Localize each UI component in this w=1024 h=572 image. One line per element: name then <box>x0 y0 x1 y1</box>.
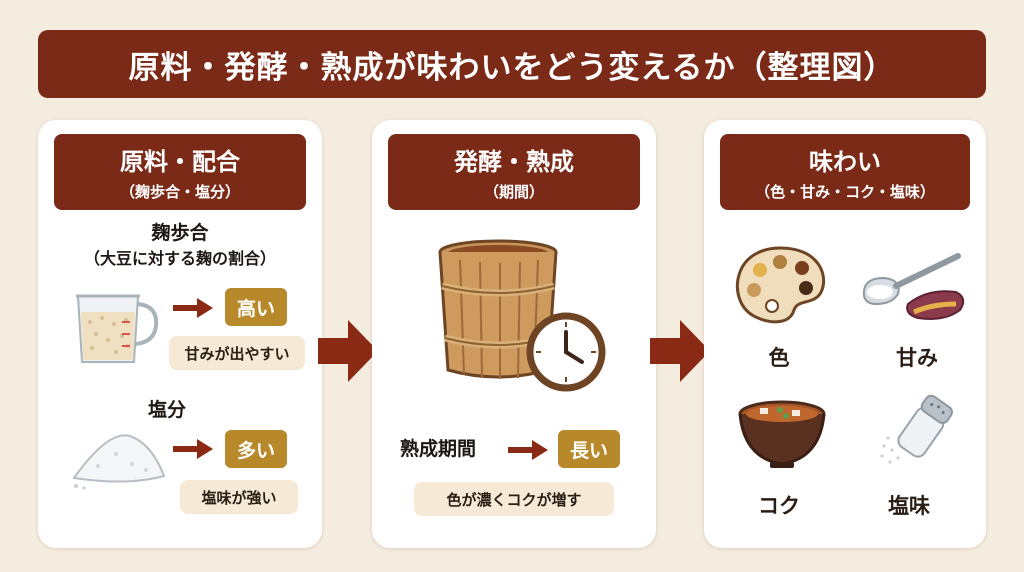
flavor-subheading: （色・甘み・コク・塩味） <box>755 183 935 201</box>
palette-icon <box>735 246 826 324</box>
flow-arrow-icon <box>650 320 710 382</box>
koji-ratio-note: 甘みが出やすい <box>169 336 305 370</box>
measuring-cup-icon <box>76 294 159 363</box>
fermentation-subheading: （期間） <box>483 183 544 201</box>
small-arrow-icon <box>173 298 213 318</box>
flavor-panel-header: 味わい （色・甘み・コク・塩味） <box>720 134 970 210</box>
ingredients-heading: 原料・配合 <box>120 148 240 176</box>
sweetness-label: 甘み <box>896 346 938 370</box>
small-arrow-icon <box>508 440 548 460</box>
saltiness-label: 塩味 <box>888 494 930 518</box>
koji-ratio-tag: 高い <box>225 288 287 326</box>
ingredients-panel-header: 原料・配合 （麹歩合・塩分） <box>54 134 306 210</box>
salt-label: 塩分 <box>148 399 187 421</box>
fermentation-panel-header: 発酵・熟成 （期間） <box>388 134 640 210</box>
color-label: 色 <box>768 346 790 370</box>
salt-shaker-icon <box>880 394 953 464</box>
small-arrow-icon <box>173 439 213 459</box>
miso-soup-bowl-icon <box>738 400 826 468</box>
aging-period-note: 色が濃くコクが増す <box>414 482 614 516</box>
fermentation-heading: 発酵・熟成 <box>454 148 574 176</box>
ingredients-panel: 原料・配合 （麹歩合・塩分） 麹歩合 （大豆に対する麹の割合） 高い 甘みが出や… <box>38 120 322 548</box>
wooden-barrel-clock-icon <box>438 239 606 392</box>
koji-ratio-label: 麹歩合 <box>151 222 209 244</box>
salt-note: 塩味が強い <box>180 480 298 514</box>
salt-tag: 多い <box>225 430 287 468</box>
flavor-panel: 味わい （色・甘み・コク・塩味） 色 甘み <box>704 120 986 548</box>
spoon-sweet-potato-icon <box>862 253 965 320</box>
salt-pile-icon <box>72 434 166 490</box>
richness-label: コク <box>758 494 800 518</box>
koji-ratio-sublabel: （大豆に対する麹の割合） <box>83 249 276 268</box>
aging-period-label: 熟成期間 <box>400 438 477 460</box>
page-title: 原料・発酵・熟成が味わいをどう変えるか（整理図） <box>38 30 986 98</box>
aging-period-tag: 長い <box>558 430 620 468</box>
ingredients-subheading: （麹歩合・塩分） <box>119 183 240 201</box>
flavor-heading: 味わい <box>809 148 881 176</box>
flow-arrow-icon <box>318 320 378 382</box>
fermentation-panel: 発酵・熟成 （期間） 熟成期間 長い 色が濃くコクが増す <box>372 120 656 548</box>
